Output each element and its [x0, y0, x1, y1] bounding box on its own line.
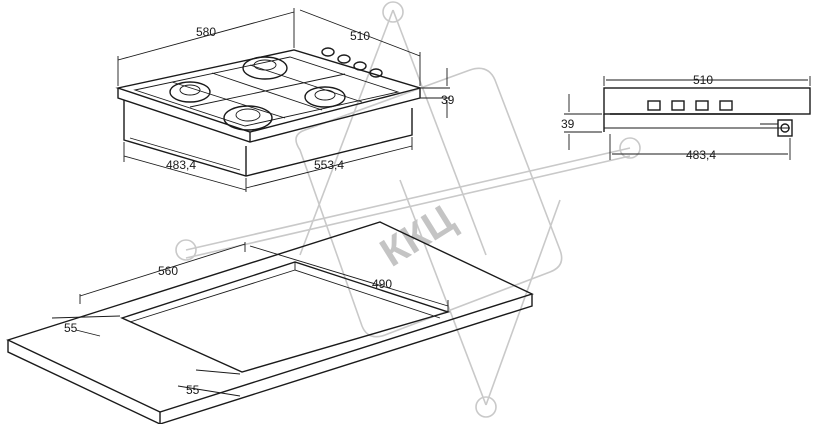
hob-side-view: 510 39 483,4 — [561, 73, 811, 162]
burner-rear-left — [169, 81, 211, 103]
side-knob-3 — [695, 100, 709, 111]
watermark: ККЦ — [175, 1, 641, 418]
side-dim-height: 39 — [561, 117, 575, 131]
dim-cutout-width: 553,4 — [314, 158, 344, 172]
side-dim-width: 510 — [693, 73, 713, 87]
burner-rear-right — [242, 56, 288, 80]
side-knob-2 — [671, 100, 685, 111]
burner-front-right — [304, 86, 346, 108]
dim-hob-width: 580 — [196, 25, 216, 39]
watermark-text: ККЦ — [373, 197, 463, 276]
dim-hob-depth: 510 — [350, 29, 370, 43]
control-knobs — [321, 47, 383, 78]
cutout-opening — [120, 261, 451, 373]
side-knob-1 — [647, 100, 661, 111]
dim-hob-height: 39 — [441, 93, 455, 107]
side-dim-base: 483,4 — [686, 148, 716, 162]
worktop-cutout-view: 560 490 55 55 — [6, 221, 534, 425]
hob-top-surface — [115, 49, 423, 133]
burner-front-left — [223, 105, 273, 131]
dim-margin-side: 55 — [64, 321, 78, 335]
hob-perspective-view: 580 510 39 483,4 553,4 — [115, 8, 455, 192]
pan-supports — [133, 56, 400, 127]
dim-cutout-depth: 483,4 — [166, 158, 196, 172]
dim-cutout-width-560: 560 — [158, 264, 178, 278]
dim-cutout-depth-490: 490 — [372, 277, 392, 291]
gas-connector — [760, 119, 793, 137]
dim-margin-front: 55 — [186, 383, 200, 397]
side-knob-4 — [719, 100, 733, 111]
